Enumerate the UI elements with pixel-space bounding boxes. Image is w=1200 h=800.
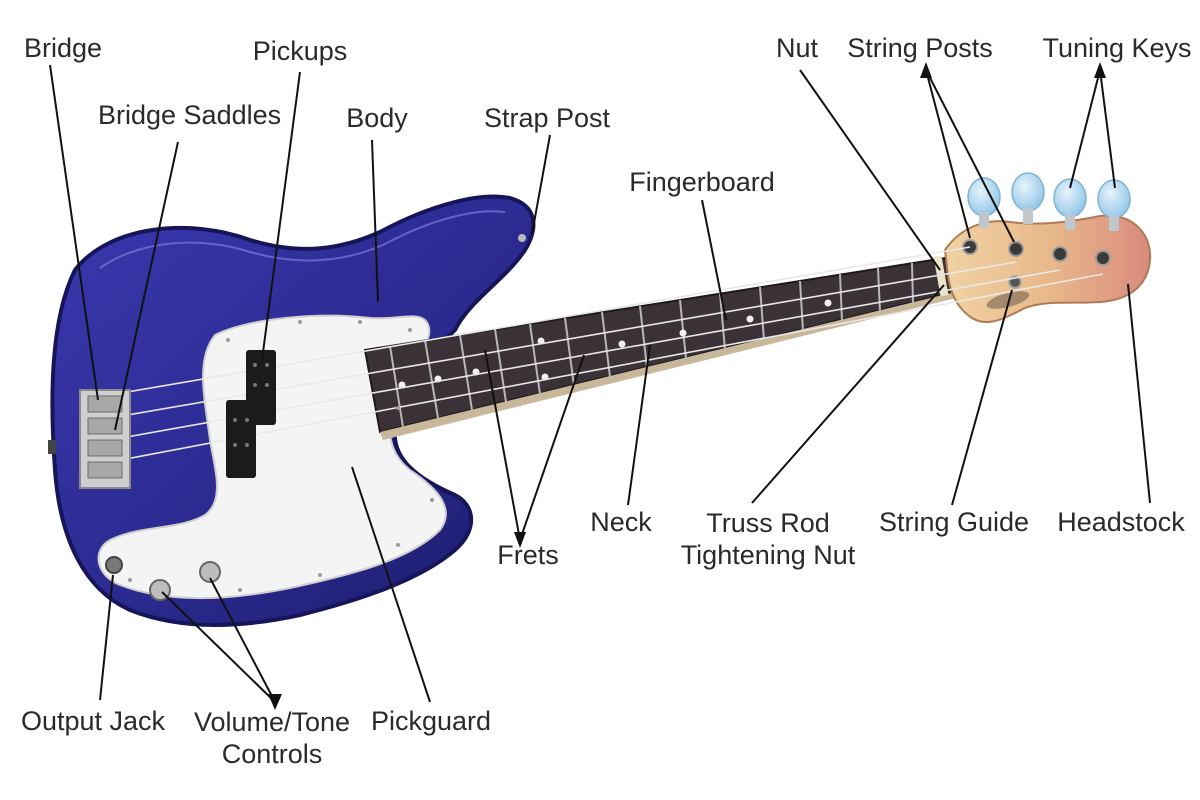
leader-lines [49, 64, 1151, 703]
label-truss-rod-line1: Truss Rod [706, 508, 830, 538]
pickups-shape [226, 350, 276, 478]
pickguard-shape [97, 314, 447, 600]
strap-post-shape [518, 234, 526, 242]
label-fingerboard: Fingerboard [629, 167, 775, 197]
headstock-decal [986, 291, 1030, 309]
label-bridge-saddles: Bridge Saddles [98, 100, 282, 130]
label-neck: Neck [590, 507, 652, 537]
headstock-shape [943, 214, 1152, 324]
label-pickguard: Pickguard [370, 706, 492, 736]
label-pickups: Pickups [252, 36, 348, 66]
label-volume-tone: Volume/Tone Controls [194, 706, 350, 770]
label-volume-tone-line2: Controls [221, 739, 323, 769]
label-strap-post: Strap Post [483, 103, 611, 133]
bridge-saddles-shape [87, 395, 123, 479]
label-volume-tone-line1: Volume/Tone [193, 707, 351, 737]
tuning-keys-group [967, 172, 1131, 231]
label-body: Body [346, 103, 408, 133]
label-tuning-keys: Tuning Keys [1042, 33, 1192, 63]
label-truss-rod: Truss Rod Tightening Nut [681, 507, 856, 571]
arrowheads [268, 62, 1106, 710]
body-edge-highlight [99, 210, 506, 269]
label-nut: Nut [775, 33, 819, 63]
label-string-guide: String Guide [878, 507, 1030, 537]
label-string-posts: String Posts [847, 33, 993, 63]
label-output-jack: Output Jack [20, 706, 166, 736]
controls-shape [105, 556, 221, 601]
label-headstock: Headstock [1057, 507, 1185, 537]
label-bridge: Bridge [24, 33, 103, 63]
string-posts-group [962, 239, 1111, 266]
label-truss-rod-line2: Tightening Nut [680, 540, 856, 570]
pickguard-screws [128, 320, 434, 592]
end-pin [48, 440, 56, 454]
label-frets: Frets [497, 540, 559, 570]
